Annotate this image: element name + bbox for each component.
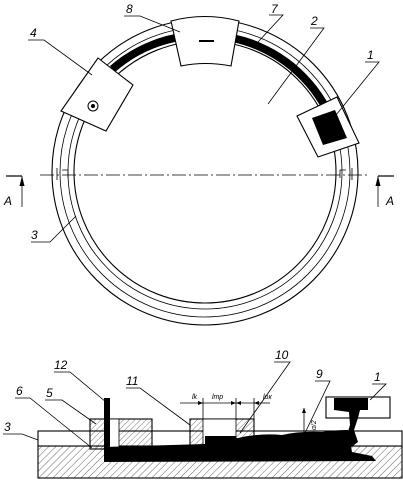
label-3-top: 3 [31, 228, 38, 242]
label-4: 4 [30, 26, 37, 40]
deposit-under-10 [205, 436, 236, 447]
section-label-left: A [3, 194, 12, 208]
dim-ltr: lтр [212, 394, 223, 401]
leader-1-top: 1 [335, 48, 380, 116]
dim-angle: α/2 [311, 420, 318, 430]
label-1-bottom: 1 [374, 370, 381, 384]
section-marker-right: A [375, 175, 394, 208]
leader-5: 5 [45, 386, 97, 425]
leader-3-bottom: 3 [3, 420, 39, 441]
electrode-12 [104, 398, 110, 454]
dim-lok: lок [263, 394, 272, 401]
deposit-layer [104, 430, 376, 462]
label-8: 8 [126, 2, 133, 16]
leader-9: 9 [303, 367, 331, 436]
label-7: 7 [271, 2, 279, 16]
leader-4: 4 [28, 26, 93, 76]
leader-10: 10 [239, 348, 291, 434]
label-9: 9 [316, 367, 323, 381]
label-5: 5 [46, 386, 53, 400]
leader-2: 2 [267, 14, 325, 105]
leader-1-bottom: 1 [369, 370, 387, 401]
module-8 [170, 16, 240, 67]
block-5 [89, 418, 153, 450]
leader-3-top: 3 [31, 215, 77, 243]
leader-6: 6 [15, 384, 93, 449]
module-1 [296, 96, 360, 158]
label-11: 11 [126, 374, 138, 388]
label-1-top: 1 [367, 48, 374, 62]
dimension-lines [180, 398, 306, 432]
leader-8: 8 [124, 2, 181, 33]
section-marker-left: A [3, 175, 25, 208]
leader-11: 11 [126, 374, 191, 426]
module-4 [60, 57, 134, 132]
leader-7: 7 [257, 2, 284, 43]
label-3-bottom: 3 [4, 420, 11, 434]
label-2: 2 [310, 14, 318, 28]
section-label-right: A [385, 194, 394, 208]
label-10: 10 [275, 348, 289, 362]
label-6: 6 [16, 384, 23, 398]
workpiece-holder-1 [325, 396, 391, 448]
deposit-band [110, 31, 330, 111]
leader-12: 12 [54, 358, 107, 403]
label-12: 12 [54, 358, 68, 372]
ring-notches [56, 168, 353, 180]
dim-lk: lk [192, 394, 198, 401]
ring-assembly [40, 18, 370, 326]
